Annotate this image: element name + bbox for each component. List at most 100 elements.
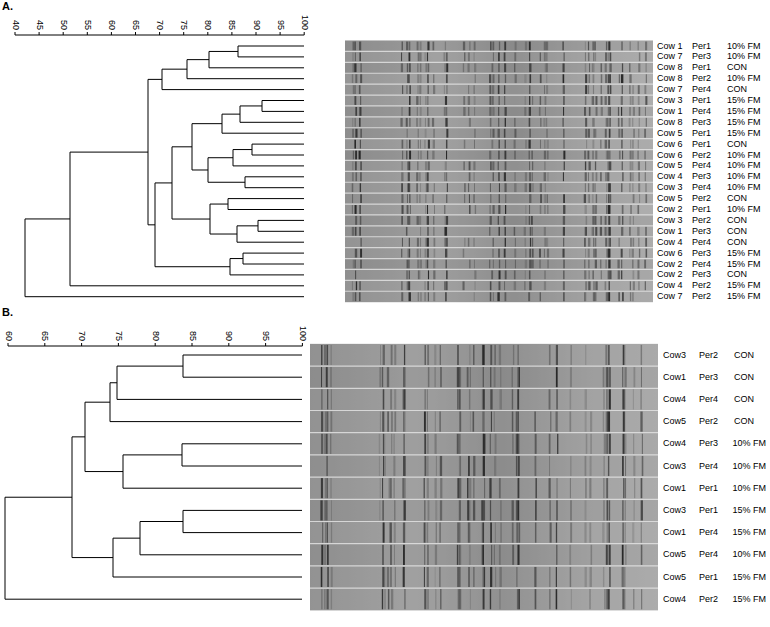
sample-label: 10% FM — [727, 160, 761, 171]
gel-band — [457, 567, 459, 587]
gel-band — [425, 456, 427, 476]
gel-band — [645, 96, 647, 105]
gel-band — [469, 172, 471, 181]
gel-band — [514, 183, 516, 192]
lane-separator — [345, 94, 653, 95]
gel-band — [646, 183, 647, 192]
gel-band — [325, 523, 326, 543]
gel-band — [570, 412, 572, 432]
gel-band — [490, 281, 492, 290]
gel-band — [515, 74, 517, 83]
gel-band — [391, 412, 393, 432]
gel-band — [394, 500, 395, 520]
gel-band — [563, 194, 565, 203]
gel-band — [517, 589, 519, 609]
gel-band — [540, 140, 541, 149]
gel-band — [605, 52, 607, 61]
gel-band — [514, 63, 515, 72]
axis-tick-label: 65 — [130, 20, 141, 30]
gel-band — [622, 63, 623, 72]
gel-band — [420, 140, 421, 149]
gel-band — [499, 589, 500, 609]
gel-band — [459, 412, 461, 432]
axis-tick-label: 50 — [58, 20, 69, 30]
gel-band — [608, 412, 610, 432]
gel-band — [630, 172, 632, 181]
lane-separator — [345, 193, 653, 194]
gel-lane — [310, 566, 658, 588]
dendrogram-line — [182, 466, 302, 467]
gel-band — [516, 434, 518, 454]
gel-band — [546, 238, 548, 247]
gel-band — [556, 367, 558, 387]
gel-band — [417, 216, 419, 225]
sample-label: Cow 7 — [657, 51, 683, 62]
gel-band — [382, 367, 383, 387]
gel-band — [489, 74, 491, 83]
gel-band — [532, 161, 533, 170]
gel-band — [540, 183, 542, 192]
gel-band — [529, 281, 531, 290]
gel-band — [594, 216, 596, 225]
gel-band — [546, 118, 547, 127]
dendrogram-line — [209, 51, 238, 52]
gel-band — [418, 292, 419, 301]
lane-separator — [345, 171, 653, 172]
gel-band — [515, 260, 516, 269]
gel-band — [585, 161, 586, 170]
sample-label: Per2 — [692, 291, 711, 302]
gel-band — [570, 478, 571, 498]
gel-band — [546, 63, 548, 72]
gel-band — [586, 216, 588, 225]
gel-band — [495, 523, 496, 543]
gel-band — [585, 118, 587, 127]
gel-band — [321, 367, 322, 387]
gel-band — [632, 249, 634, 258]
sample-label: Per1 — [692, 139, 711, 150]
gel-band — [404, 345, 405, 365]
gel-band — [625, 456, 626, 476]
gel-band — [494, 456, 496, 476]
gel-band — [624, 389, 626, 409]
gel-band — [324, 589, 325, 609]
gel-band — [474, 107, 475, 116]
gel-band — [605, 74, 607, 83]
gel-band — [402, 42, 403, 51]
gel-band — [595, 249, 597, 258]
gel-band — [585, 292, 586, 301]
gel-band — [622, 216, 623, 225]
gel-band — [383, 389, 384, 409]
gel-band — [406, 270, 408, 279]
gel-band — [379, 367, 381, 387]
gel-band — [321, 412, 323, 432]
gel-lane — [345, 204, 653, 215]
gel-band — [588, 194, 589, 203]
gel-band — [585, 129, 587, 138]
gel-band — [540, 292, 541, 301]
gel-band — [518, 478, 519, 498]
gel-band — [608, 205, 609, 214]
gel-band — [556, 567, 557, 587]
gel-band — [355, 151, 357, 160]
gel-band — [499, 42, 500, 51]
gel-band — [608, 281, 609, 290]
gel-band — [324, 500, 326, 520]
lane-separator — [310, 477, 658, 478]
gel-band — [499, 140, 500, 149]
gel-band — [490, 216, 492, 225]
gel-band — [446, 140, 447, 149]
gel-band — [545, 107, 546, 116]
axis-tick-label: 40 — [10, 20, 21, 30]
gel-band — [406, 227, 407, 236]
axis-tick-label: 100 — [299, 15, 310, 30]
gel-band — [535, 478, 537, 498]
gel-band — [352, 63, 354, 72]
gel-band — [592, 96, 594, 105]
gel-band — [354, 63, 356, 72]
gel-band — [601, 63, 603, 72]
axis-tick — [81, 343, 82, 346]
gel-band — [525, 216, 527, 225]
gel-band — [547, 194, 548, 203]
gel-band — [592, 63, 593, 72]
gel-band — [427, 205, 428, 214]
